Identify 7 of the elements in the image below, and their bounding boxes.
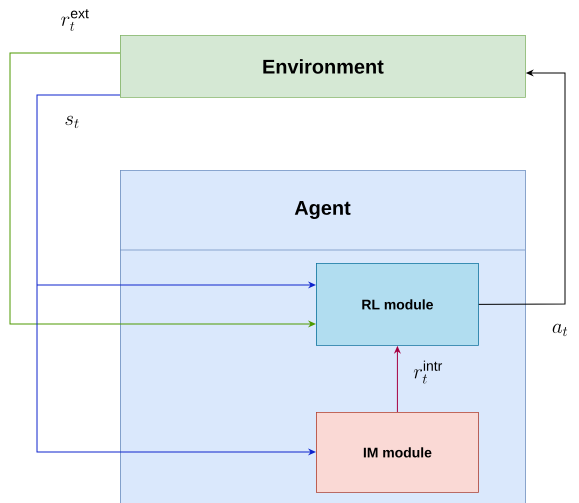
module-box: RL module [316,263,479,346]
edge-label: $a_t$ [552,324,568,336]
edge-label: $s_t$ [66,116,79,128]
module-box: IM module [316,412,479,493]
environment-box: Environment [120,35,526,98]
edge-label: $r_t^{\mathrm{intr}}$ [414,360,442,384]
edge-label: $r_t^{\mathrm{ext}}$ [61,9,89,31]
